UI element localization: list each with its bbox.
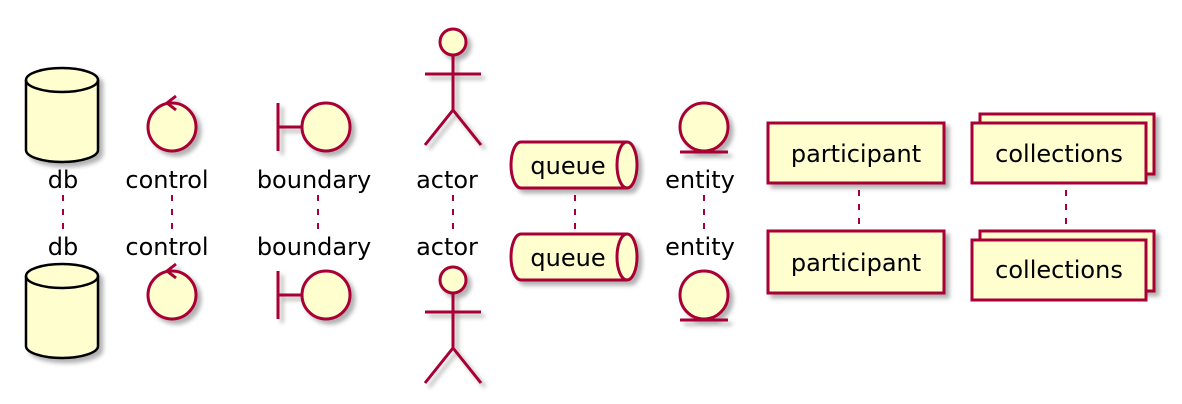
participant-queue-top[interactable] xyxy=(509,140,639,190)
participant-actor-bottom[interactable] xyxy=(423,265,483,384)
participant-label: entity xyxy=(665,233,735,261)
participant-label: actor xyxy=(416,233,478,261)
collections-front-box xyxy=(970,238,1148,302)
boundary-icon xyxy=(300,101,352,153)
database-icon xyxy=(24,66,100,164)
participant-control-top[interactable] xyxy=(146,94,198,153)
participant-label: control xyxy=(125,166,208,194)
participant-entity-top[interactable] xyxy=(678,101,730,154)
participant-label: db xyxy=(48,166,78,194)
collections-front-box xyxy=(970,121,1148,185)
participant-participant-bottom[interactable]: participant xyxy=(766,229,946,295)
participant-label: actor xyxy=(416,166,478,194)
control-icon xyxy=(146,269,198,321)
participant-collections-bottom[interactable]: collections xyxy=(970,229,1156,302)
control-icon xyxy=(146,101,198,153)
actor-head-icon xyxy=(438,265,468,295)
database-icon xyxy=(24,262,100,360)
queue-end xyxy=(615,140,628,190)
participant-label: db xyxy=(48,233,78,261)
participant-boundary-bottom[interactable] xyxy=(276,269,352,321)
participant-db-top[interactable] xyxy=(24,66,100,164)
participant-label: participant xyxy=(791,140,921,168)
participant-db-bottom[interactable] xyxy=(24,262,100,360)
participant-label: boundary xyxy=(257,166,371,194)
participant-box xyxy=(766,121,946,185)
participant-label: participant xyxy=(791,249,921,277)
actor-body-icon xyxy=(423,55,483,146)
participant-label: control xyxy=(125,233,208,261)
actor-head-icon xyxy=(438,27,468,57)
control-arrow-icon xyxy=(164,262,177,280)
participant-label: collections xyxy=(995,256,1123,284)
participant-participant-top[interactable]: participant xyxy=(766,121,946,185)
participant-control-bottom[interactable] xyxy=(146,262,198,321)
entity-icon xyxy=(678,269,730,321)
boundary-icon xyxy=(300,269,352,321)
control-arrow-icon xyxy=(164,94,177,112)
participant-label: queue xyxy=(530,244,605,272)
queue-end xyxy=(615,232,628,282)
participant-actor-top[interactable] xyxy=(423,27,483,146)
database-rim xyxy=(24,79,100,94)
participant-queue-bottom[interactable] xyxy=(509,232,639,282)
participant-box xyxy=(766,229,946,295)
actor-body-icon xyxy=(423,293,483,384)
participant-label: entity xyxy=(665,166,735,194)
participant-collections-top[interactable]: collections xyxy=(970,112,1156,185)
entity-icon xyxy=(678,101,730,153)
participant-label: collections xyxy=(995,140,1123,168)
participant-entity-bottom[interactable] xyxy=(678,269,730,322)
participant-label: boundary xyxy=(257,233,371,261)
lifelines xyxy=(62,190,1067,230)
database-rim xyxy=(24,275,100,290)
participant-label: queue xyxy=(530,152,605,180)
participant-boundary-top[interactable] xyxy=(276,101,352,153)
